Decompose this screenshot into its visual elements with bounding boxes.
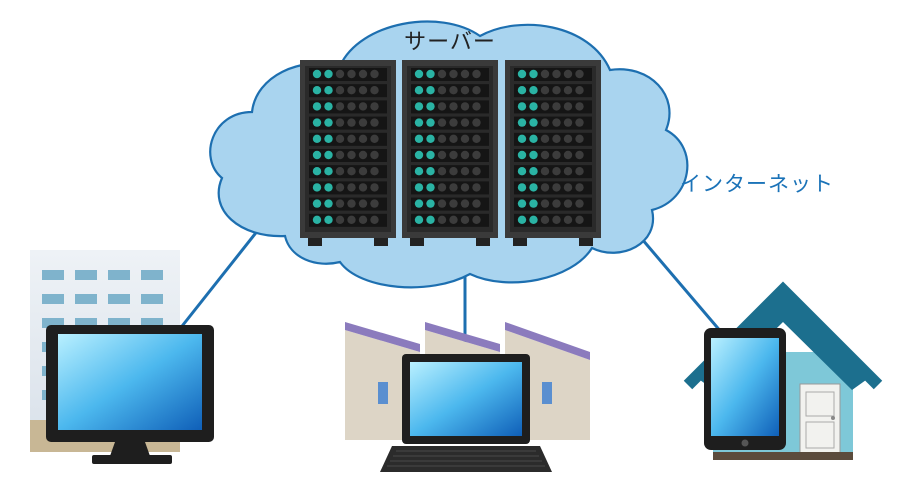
line-to-office <box>173 214 272 336</box>
server-rack-icon <box>402 60 498 246</box>
server-rack-icon <box>300 60 396 246</box>
desktop-monitor-icon <box>46 325 214 464</box>
server-rack-icon <box>505 60 601 246</box>
tablet-icon <box>704 328 786 450</box>
internet-label: インターネット <box>680 172 834 196</box>
laptop-icon <box>380 354 552 472</box>
server-label: サーバー <box>404 30 496 55</box>
line-to-house <box>628 224 724 334</box>
